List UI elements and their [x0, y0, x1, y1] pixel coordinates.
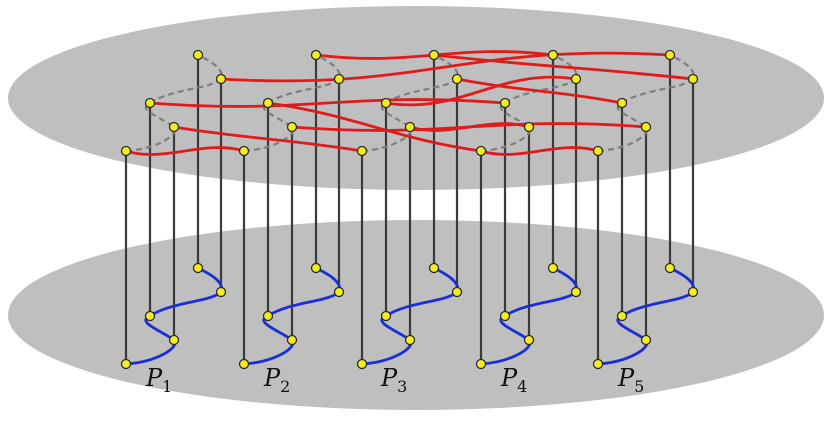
top-dashed-connection-5 [597, 54, 695, 153]
top-plate [8, 6, 824, 190]
bottom-node-2-1 [238, 358, 250, 370]
top-node-1-1 [120, 145, 132, 157]
group-label-1: P1 [145, 364, 172, 396]
top-node-3-2 [380, 97, 392, 109]
top-red-edge-8 [408, 122, 531, 132]
bottom-node-5-5 [687, 286, 699, 298]
group-label-2: P2 [263, 364, 290, 396]
vertical-posts [124, 55, 695, 364]
bottom-node-2-3 [286, 334, 298, 346]
bottom-node-1-5 [215, 286, 227, 298]
bottom-node-4-3 [523, 334, 535, 346]
top-red-edge-9 [455, 77, 624, 105]
top-dashed-connection-1 [125, 54, 223, 153]
bottom-node-3-5 [451, 286, 463, 298]
group-label-4: P4 [500, 364, 527, 396]
top-node-1-4 [192, 49, 204, 61]
top-red-edge-10 [384, 75, 578, 107]
top-red-edge-5 [266, 101, 483, 153]
top-node-4-2 [499, 97, 511, 109]
top-node-5-5 [687, 73, 699, 85]
top-node-2-4 [310, 49, 322, 61]
top-node-5-3 [640, 121, 652, 133]
top-node-3-3 [404, 121, 416, 133]
top-node-1-3 [168, 121, 180, 133]
top-node-3-4 [428, 49, 440, 61]
group-label-3: P3 [380, 364, 407, 396]
bottom-node-1-4 [192, 262, 204, 274]
bottom-node-5-3 [640, 334, 652, 346]
top-red-edge-12 [479, 146, 600, 156]
top-node-5-4 [664, 49, 676, 61]
bottom-node-4-4 [547, 262, 559, 274]
top-dashed-connection-4 [480, 54, 578, 153]
top-node-3-1 [356, 145, 368, 157]
bottom-node-4-5 [570, 286, 582, 298]
top-node-4-3 [523, 121, 535, 133]
nodes [120, 49, 699, 370]
bottom-plate [8, 220, 824, 410]
bottom-node-2-5 [333, 286, 345, 298]
top-node-5-1 [592, 145, 604, 157]
bottom-node-3-3 [404, 334, 416, 346]
top-red-edge-1 [124, 146, 246, 156]
group-label-5: P5 [617, 364, 644, 396]
bottom-node-3-1 [356, 358, 368, 370]
top-node-4-5 [570, 73, 582, 85]
bottom-node-1-3 [168, 334, 180, 346]
top-node-5-2 [616, 97, 628, 109]
top-node-4-1 [475, 145, 487, 157]
bottom-node-2-2 [262, 310, 274, 322]
bottom-node-3-2 [380, 310, 392, 322]
bottom-node-5-1 [592, 358, 604, 370]
top-node-2-1 [238, 145, 250, 157]
bottom-node-4-2 [499, 310, 511, 322]
group-labels: P1 P2 P3 P4 P5 [145, 364, 644, 396]
bottom-node-1-1 [120, 358, 132, 370]
bottom-node-5-2 [616, 310, 628, 322]
top-node-4-4 [547, 49, 559, 61]
top-dashed-edges [125, 54, 695, 153]
top-red-edge-11 [432, 53, 695, 81]
top-red-edge-2 [172, 125, 364, 153]
top-node-3-5 [451, 73, 463, 85]
top-dashed-connection-2 [243, 54, 341, 153]
top-red-edges [124, 50, 695, 156]
top-red-edge-4 [219, 51, 672, 83]
bottom-node-2-4 [310, 262, 322, 274]
top-node-1-2 [144, 97, 156, 109]
top-node-2-5 [333, 73, 345, 85]
bottom-node-1-2 [144, 310, 156, 322]
top-node-2-3 [286, 121, 298, 133]
top-node-1-5 [215, 73, 227, 85]
bottom-node-4-1 [475, 358, 487, 370]
bottom-node-5-4 [664, 262, 676, 274]
top-node-2-2 [262, 97, 274, 109]
top-dashed-connection-3 [361, 54, 459, 153]
bottom-node-3-4 [428, 262, 440, 274]
